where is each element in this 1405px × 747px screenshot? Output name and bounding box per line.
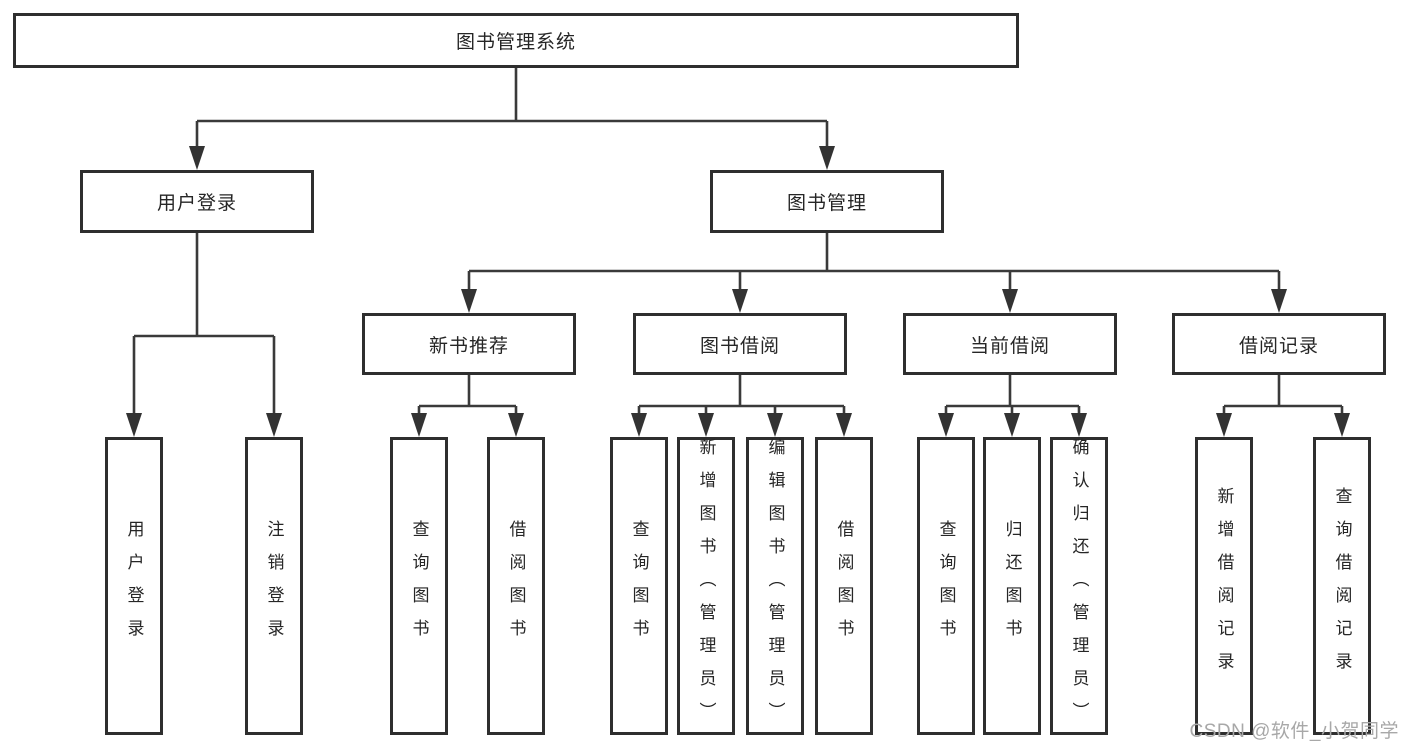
leaf-label: 归还图书 bbox=[1002, 520, 1022, 652]
leaf-borrow-books-2: 借阅图书 bbox=[815, 437, 873, 735]
leaf-label: 查询图书 bbox=[936, 520, 956, 652]
leaf-label: 查询图书 bbox=[409, 520, 429, 652]
node-borrow-records: 借阅记录 bbox=[1172, 313, 1386, 375]
node-label: 当前借阅 bbox=[969, 335, 1050, 357]
leaf-label: 查询图书 bbox=[629, 520, 649, 652]
node-book-management-branch: 图书管理 bbox=[710, 170, 944, 233]
leaf-label: 借阅图书 bbox=[506, 520, 526, 652]
node-label: 图书管理系统 bbox=[455, 32, 576, 53]
leaf-borrow-books-1: 借阅图书 bbox=[487, 437, 545, 735]
node-current-borrow: 当前借阅 bbox=[903, 313, 1117, 375]
node-label: 图书借阅 bbox=[699, 335, 780, 357]
node-label: 用户登录 bbox=[156, 193, 237, 214]
csdn-watermark: CSDN @软件_小贺同学 bbox=[1189, 721, 1399, 742]
leaf-query-books-2: 查询图书 bbox=[610, 437, 668, 735]
leaf-label: 编辑图书（管理员） bbox=[765, 437, 785, 735]
leaf-query-books-3: 查询图书 bbox=[917, 437, 975, 735]
node-new-book-recommend: 新书推荐 bbox=[362, 313, 576, 375]
leaf-label: 确认归还（管理员） bbox=[1069, 437, 1089, 735]
leaf-label: 注销登录 bbox=[264, 520, 284, 652]
node-label: 借阅记录 bbox=[1238, 335, 1319, 357]
leaf-confirm-return-admin: 确认归还（管理员） bbox=[1050, 437, 1108, 735]
node-label: 新书推荐 bbox=[428, 335, 509, 357]
leaf-query-books-1: 查询图书 bbox=[390, 437, 448, 735]
leaf-label: 新增图书（管理员） bbox=[696, 437, 716, 735]
leaf-query-borrow-record: 查询借阅记录 bbox=[1313, 437, 1371, 735]
leaf-label: 借阅图书 bbox=[834, 520, 854, 652]
node-book-borrow: 图书借阅 bbox=[633, 313, 847, 375]
leaf-edit-book-admin: 编辑图书（管理员） bbox=[746, 437, 804, 735]
leaf-label: 查询借阅记录 bbox=[1332, 487, 1352, 685]
node-label: 图书管理 bbox=[786, 193, 867, 214]
leaf-label: 新增借阅记录 bbox=[1214, 487, 1234, 685]
node-library-management-system: 图书管理系统 bbox=[13, 13, 1019, 68]
leaf-label: 用户登录 bbox=[124, 520, 144, 652]
leaf-user-login: 用户登录 bbox=[105, 437, 163, 735]
leaf-add-borrow-record: 新增借阅记录 bbox=[1195, 437, 1253, 735]
leaf-add-book-admin: 新增图书（管理员） bbox=[677, 437, 735, 735]
node-user-login-branch: 用户登录 bbox=[80, 170, 314, 233]
leaf-return-books: 归还图书 bbox=[983, 437, 1041, 735]
leaf-logout: 注销登录 bbox=[245, 437, 303, 735]
